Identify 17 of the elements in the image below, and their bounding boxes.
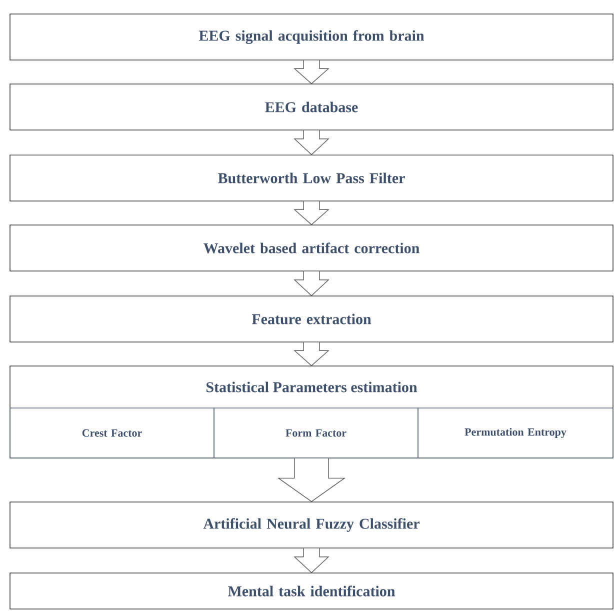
process-box: Artificial Neural Fuzzy Classifier bbox=[10, 502, 614, 548]
process-box: EEG signal acquisition from brain bbox=[10, 14, 614, 60]
block-arrow bbox=[294, 130, 330, 156]
block-arrow bbox=[294, 342, 330, 366]
process-box: Butterworth Low Pass Filter bbox=[10, 154, 614, 202]
process-box: Mental task identification bbox=[10, 572, 614, 610]
process-box: EEG database bbox=[10, 84, 614, 130]
cell: Crest Factor bbox=[10, 408, 214, 458]
cell: Form Factor bbox=[214, 408, 418, 458]
block-arrow bbox=[277, 458, 346, 502]
block-arrow bbox=[294, 271, 330, 296]
block-arrow bbox=[294, 60, 330, 84]
process-box: Feature extraction bbox=[10, 296, 614, 342]
block-arrow bbox=[294, 201, 330, 226]
block-arrow bbox=[294, 548, 330, 574]
process-box: Wavelet based artifact correction bbox=[10, 224, 614, 272]
cell: Permutation Entropy bbox=[418, 408, 614, 458]
